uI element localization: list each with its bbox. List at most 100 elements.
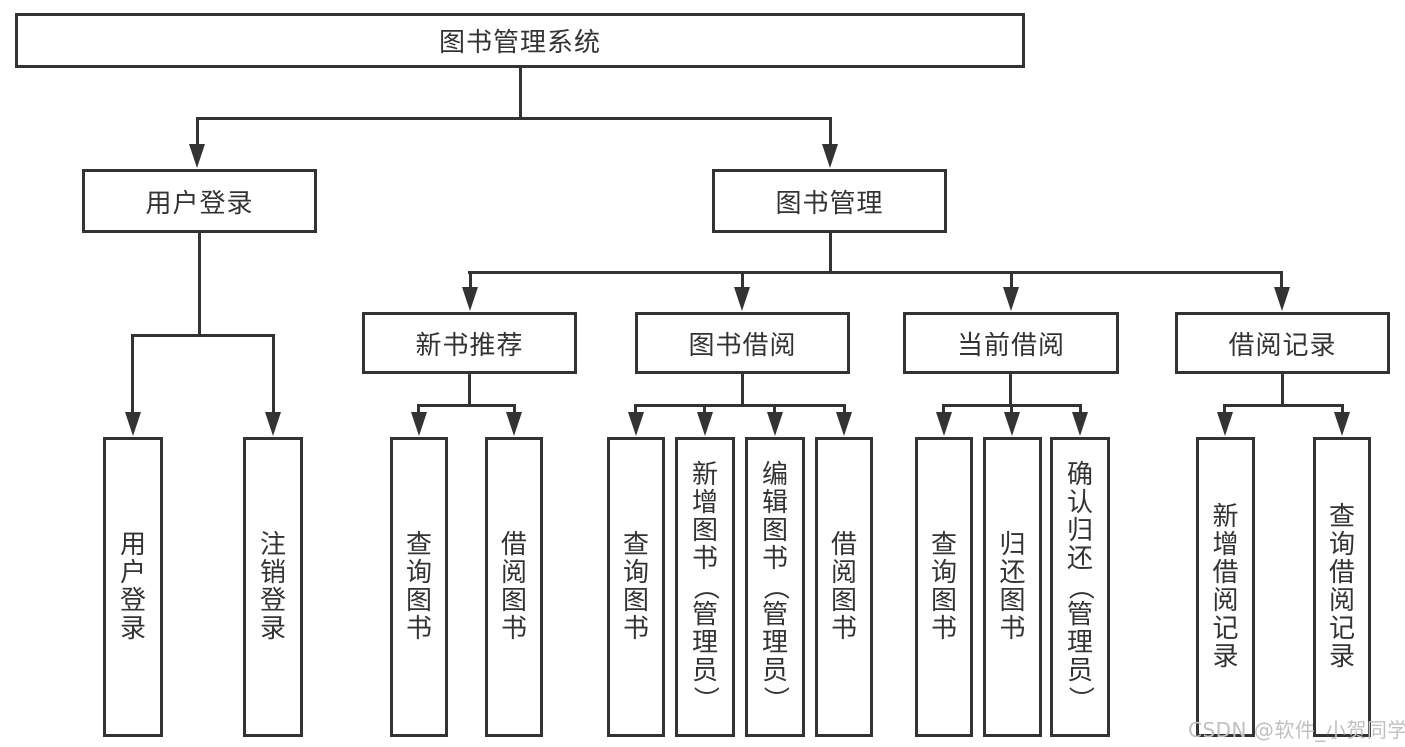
vertical-char: 阅 [1212, 586, 1239, 616]
arrow-down-icon [189, 144, 205, 168]
vertical-char: 理 [1066, 628, 1093, 658]
leaf-current-query-book: 查询图书 [915, 437, 973, 737]
csdn-watermark: CSDN @软件_小贺同学 [1188, 718, 1405, 742]
vertical-char: 书 [622, 614, 649, 644]
connector-book-mgmt-branch-2 [741, 271, 744, 292]
vertical-char: 新 [691, 460, 718, 490]
connector-current-borrow-stub [1009, 372, 1012, 407]
vertical-char: 阅 [500, 558, 527, 588]
arrow-down-icon [1274, 287, 1290, 311]
vertical-char: 查 [1328, 502, 1355, 532]
connector-borrow-record-branch-2 [1341, 404, 1344, 416]
vertical-char: 书 [405, 614, 432, 644]
connector-user-login-branch-1 [131, 334, 134, 412]
connector-book-mgmt-branch-4 [1280, 271, 1283, 292]
vertical-char: （ [759, 573, 790, 601]
vertical-char: 图 [622, 586, 649, 616]
vertical-char: ） [1064, 685, 1095, 713]
vertical-char: 书 [830, 614, 857, 644]
vertical-char: 阅 [830, 558, 857, 588]
leaf-borrow-edit-book-admin: 编辑图书（管理员） [745, 437, 805, 737]
vertical-char: 阅 [1328, 586, 1355, 616]
node-user-login: 用户登录 [82, 169, 317, 233]
leaf-record-query-borrow-record: 查询借阅记录 [1313, 437, 1371, 737]
vertical-char: 销 [259, 558, 286, 588]
vertical-char: 询 [405, 558, 432, 588]
vertical-char: 管 [761, 600, 788, 630]
vertical-char: 管 [691, 600, 718, 630]
vertical-char: 员 [691, 656, 718, 686]
vertical-char: 询 [1328, 530, 1355, 560]
vertical-char: 查 [405, 530, 432, 560]
vertical-char: 还 [1066, 544, 1093, 574]
vertical-char: 录 [1328, 642, 1355, 672]
vertical-char: 还 [999, 558, 1026, 588]
node-book-borrow: 图书借阅 [635, 312, 850, 374]
node-book-management: 图书管理 [712, 169, 947, 233]
node-borrow-record: 借阅记录 [1175, 312, 1390, 374]
connector-borrow-record-stub [1281, 372, 1284, 407]
leaf-borrow-add-book-admin: 新增图书（管理员） [675, 437, 735, 737]
connector-current-borrow-branch-3 [1079, 404, 1082, 416]
leaf-recommend-borrow-book: 借阅图书 [485, 437, 543, 737]
vertical-char: 辑 [761, 488, 788, 518]
arrow-down-icon [1004, 412, 1020, 436]
vertical-char: 询 [622, 558, 649, 588]
arrow-down-icon [125, 412, 141, 436]
connector-book-borrow-branch-4 [843, 404, 846, 416]
arrow-down-icon [462, 287, 478, 311]
connector-book-borrow-branch-3 [773, 404, 776, 416]
vertical-char: 编 [761, 460, 788, 490]
arrow-down-icon [1072, 412, 1088, 436]
vertical-char: 书 [761, 544, 788, 574]
vertical-char: 增 [1212, 530, 1239, 560]
arrow-down-icon [767, 412, 783, 436]
vertical-char: ） [689, 685, 720, 713]
vertical-char: 确 [1066, 460, 1093, 490]
vertical-char: 记 [1328, 614, 1355, 644]
vertical-char: 图 [405, 586, 432, 616]
vertical-char: 员 [761, 656, 788, 686]
vertical-char: 管 [1066, 600, 1093, 630]
vertical-char: 户 [119, 558, 146, 588]
vertical-char: 用 [119, 530, 146, 560]
arrow-down-icon [265, 412, 281, 436]
vertical-char: 图 [830, 586, 857, 616]
arrow-down-icon [697, 412, 713, 436]
vertical-char: 记 [1212, 614, 1239, 644]
connector-new-book-branch-1 [417, 404, 420, 416]
leaf-user-login: 用户登录 [103, 437, 163, 737]
vertical-char: 借 [500, 530, 527, 560]
vertical-char: 归 [999, 530, 1026, 560]
vertical-char: 录 [1212, 642, 1239, 672]
arrow-down-icon [1217, 412, 1233, 436]
node-current-borrow: 当前借阅 [903, 312, 1119, 374]
leaf-borrow-borrow-book: 借阅图书 [815, 437, 873, 737]
connector-borrow-record-branch-1 [1223, 404, 1226, 416]
vertical-char: （ [1064, 573, 1095, 601]
connector-book-borrow-branch-1 [634, 404, 637, 416]
arrow-down-icon [936, 412, 952, 436]
connector-new-book-branch-2 [513, 404, 516, 416]
leaf-current-return-book: 归还图书 [983, 437, 1042, 737]
arrow-down-icon [1334, 412, 1350, 436]
node-new-book-recommend: 新书推荐 [362, 312, 577, 374]
connector-current-borrow-branch-2 [1010, 404, 1013, 416]
arrow-down-icon [1003, 287, 1019, 311]
vertical-char: 借 [1328, 558, 1355, 588]
connector-user-login-branch-2 [272, 334, 275, 412]
vertical-char: 书 [691, 544, 718, 574]
arrow-down-icon [506, 412, 522, 436]
leaf-borrow-query-book: 查询图书 [607, 437, 665, 737]
vertical-char: 借 [830, 530, 857, 560]
connector-book-mgmt-branch-3 [1010, 271, 1013, 292]
vertical-char: 理 [761, 628, 788, 658]
connector-user-login-hline [131, 334, 275, 337]
connector-root-hline [196, 117, 832, 120]
vertical-char: 注 [259, 530, 286, 560]
connector-book-mgmt-branch-1 [469, 271, 472, 292]
vertical-char: 认 [1066, 488, 1093, 518]
vertical-char: 书 [500, 614, 527, 644]
connector-root-stub [519, 66, 522, 119]
